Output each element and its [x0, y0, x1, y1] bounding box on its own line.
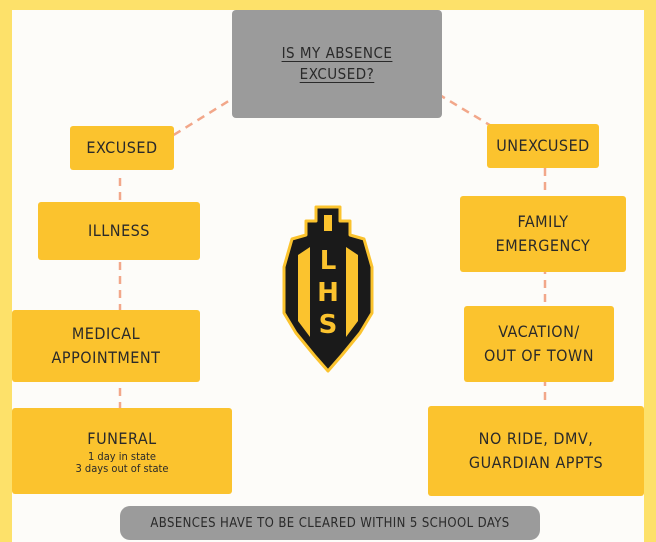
unexcused-item-label: VACATION/: [498, 322, 580, 341]
excused-item-label: ILLNESS: [88, 221, 150, 240]
excused-heading: EXCUSED: [86, 138, 158, 157]
logo-letter-s: S: [319, 310, 338, 340]
title-box: IS MY ABSENCE EXCUSED?: [232, 10, 442, 118]
footer-text: ABSENCES HAVE TO BE CLEARED WITHIN 5 SCH…: [150, 515, 510, 531]
logo-letter-h: H: [317, 278, 339, 308]
unexcused-item-vacation: VACATION/ OUT OF TOWN: [464, 306, 614, 382]
spartan-helmet-icon: L H S: [282, 205, 374, 373]
unexcused-item-label: OUT OF TOWN: [483, 346, 595, 365]
excused-item-illness: ILLNESS: [38, 202, 200, 260]
title-to-excused-line: [171, 92, 241, 138]
excused-item-label: FUNERAL: [87, 429, 157, 448]
excused-item-medical-appointment: MEDICAL APPOINTMENT: [12, 310, 200, 382]
title-line-2: EXCUSED?: [299, 65, 375, 83]
unexcused-item-label: NO RIDE, DMV,: [478, 429, 594, 448]
helmet-cheek-right: [346, 247, 358, 337]
funeral-note-in-state: 1 day in state: [87, 450, 156, 463]
excused-heading-box: EXCUSED: [70, 126, 174, 170]
helmet-cheek-left: [298, 247, 310, 337]
footer-banner: ABSENCES HAVE TO BE CLEARED WITHIN 5 SCH…: [120, 506, 540, 540]
unexcused-item-label: FAMILY: [517, 212, 569, 231]
unexcused-item-family-emergency: FAMILY EMERGENCY: [460, 196, 626, 272]
excused-item-label: APPOINTMENT: [51, 348, 161, 367]
unexcused-heading: UNEXCUSED: [496, 136, 590, 155]
excused-item-funeral: FUNERAL 1 day in state 3 days out of sta…: [12, 408, 232, 494]
unexcused-item-label: EMERGENCY: [495, 236, 591, 255]
unexcused-item-label: GUARDIAN APPTS: [468, 453, 604, 472]
unexcused-heading-box: UNEXCUSED: [487, 124, 599, 168]
funeral-note-out-of-state: 3 days out of state: [75, 462, 169, 475]
helmet-crest: [324, 215, 332, 231]
unexcused-item-no-ride: NO RIDE, DMV, GUARDIAN APPTS: [428, 406, 644, 496]
excused-item-label: MEDICAL: [71, 324, 141, 343]
logo-letter-l: L: [320, 246, 337, 276]
title-line-1: IS MY ABSENCE: [281, 44, 393, 62]
